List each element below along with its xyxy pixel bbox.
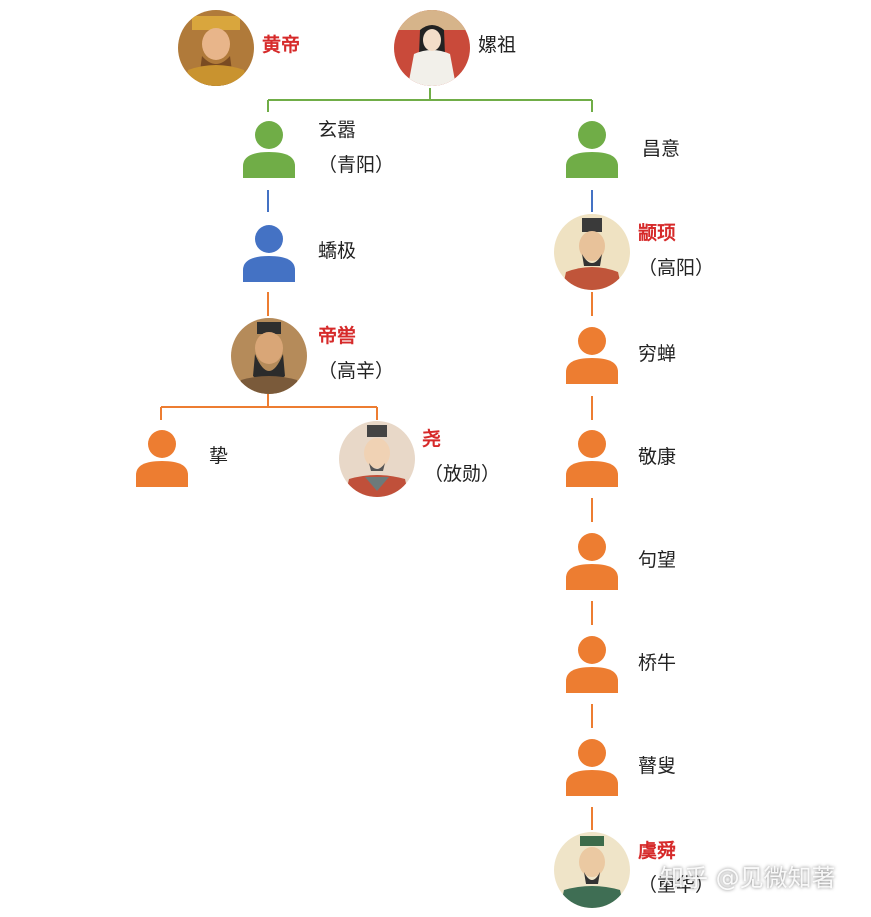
shun-label: 虞舜 — [638, 840, 677, 862]
zhi-person-icon — [136, 430, 188, 487]
zhuanxu-alias: （高阳） — [638, 257, 715, 279]
huangdi-portrait — [178, 10, 254, 86]
leizu-portrait — [394, 10, 470, 86]
zhuanxu-label: 颛顼 — [638, 222, 677, 244]
jumang-label: 句望 — [638, 549, 677, 571]
jingkang-person-icon — [566, 430, 618, 487]
zhi-label: 挚 — [209, 445, 229, 467]
yao-label: 尧 — [422, 428, 442, 450]
leizu-label: 嫘祖 — [478, 34, 517, 56]
gusou-person-icon — [566, 739, 618, 796]
huangdi-label: 黄帝 — [262, 34, 301, 56]
qiongchan-person-icon — [566, 327, 618, 384]
changyi-label: 昌意 — [642, 138, 681, 160]
yao-portrait — [339, 421, 415, 497]
shun-alias: （重华） — [638, 874, 715, 896]
zhuanxu-portrait — [554, 214, 630, 290]
shun-portrait — [554, 832, 630, 908]
diku-label: 帝喾 — [318, 325, 357, 347]
diku-portrait — [231, 318, 307, 394]
diku-alias: （高辛） — [318, 360, 395, 382]
watermark: 知乎 @见微知著 — [660, 864, 836, 892]
gusou-label: 瞽叟 — [638, 755, 677, 777]
qiongchan-label: 穷蝉 — [638, 343, 677, 365]
qiaoniu-label: 桥牛 — [638, 652, 677, 674]
changyi-person-icon — [566, 121, 618, 178]
jiaoji-person-icon — [243, 225, 295, 282]
jingkang-label: 敬康 — [638, 446, 677, 468]
xuanxiao-alias: （青阳） — [318, 154, 395, 176]
xuanxiao-label: 玄嚣 — [318, 119, 357, 141]
xuanxiao-person-icon — [243, 121, 295, 178]
yao-alias: （放勋） — [424, 463, 501, 485]
qiaoniu-person-icon — [566, 636, 618, 693]
jumang-person-icon — [566, 533, 618, 590]
jiaoji-label: 蟜极 — [318, 240, 357, 262]
